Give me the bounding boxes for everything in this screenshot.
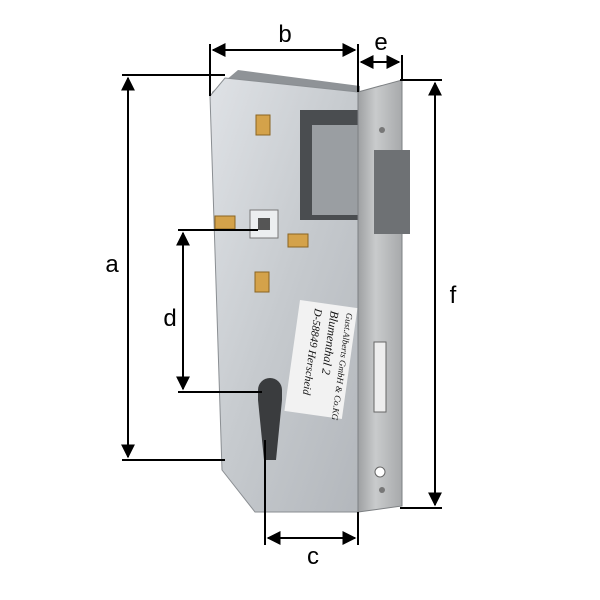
dimension-c-label: c <box>307 543 319 570</box>
cylinder-cutout <box>258 378 282 460</box>
dimension-a-label: a <box>105 251 119 278</box>
dimension-b-label: b <box>278 21 291 48</box>
faceplate <box>357 79 410 513</box>
dimension-d-label: d <box>163 305 176 332</box>
lock-case <box>209 70 360 513</box>
dimension-f-label: f <box>450 282 457 309</box>
latch-bolt <box>374 150 410 234</box>
brass-pins <box>214 114 309 293</box>
dimension-lines <box>121 43 442 545</box>
dimension-e-label: e <box>374 29 387 56</box>
deadbolt-slot <box>373 341 387 413</box>
